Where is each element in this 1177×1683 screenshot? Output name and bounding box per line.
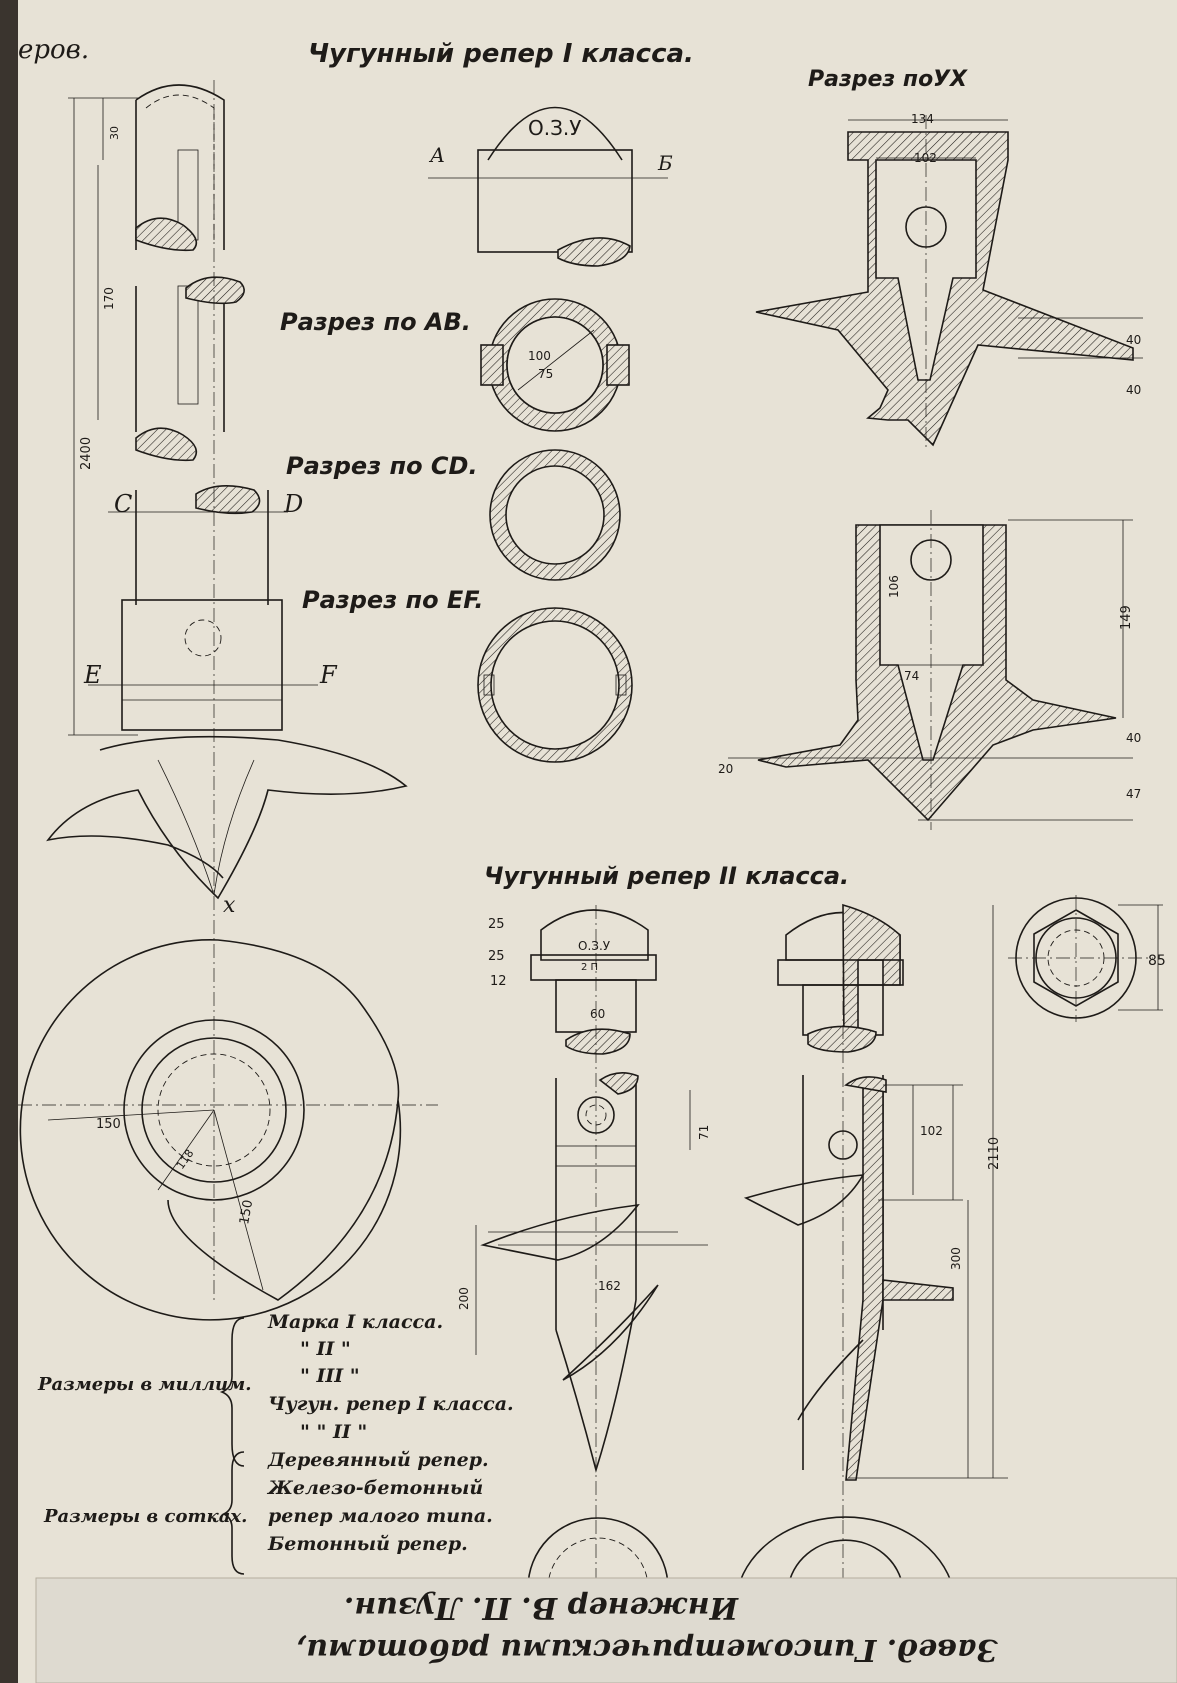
footer-label-strip xyxy=(35,1577,1177,1683)
dim-102-class2: 102 xyxy=(920,1124,943,1138)
legend-mm-item: Чугун. репер I класса. xyxy=(268,1393,514,1415)
letter-d: D xyxy=(283,490,303,518)
legend-cm-item: Железо-бетонный xyxy=(266,1477,483,1499)
dim-74: 74 xyxy=(904,669,919,683)
dim-2400: 2400 xyxy=(79,437,94,470)
legend-mm-item: " III " xyxy=(300,1365,360,1387)
dim-200: 200 xyxy=(457,1287,471,1310)
plan-view-class1 xyxy=(18,939,438,1321)
dim-60: 60 xyxy=(590,1007,605,1021)
footer-line-1: Завед. Гипсометрическими работами, xyxy=(296,1632,998,1667)
letter-e: E xyxy=(83,661,102,689)
legend-mm-item: " II " xyxy=(300,1338,351,1360)
dim-134: 134 xyxy=(911,112,934,126)
dim-40-bottom: 40 xyxy=(1126,731,1141,745)
hex-head-plan xyxy=(1008,895,1163,1022)
section-ux-top xyxy=(755,115,1143,450)
ring-section-ef xyxy=(477,607,633,763)
elevation-class1 xyxy=(46,80,408,1300)
dim-40-top-a: 40 xyxy=(1126,333,1141,347)
legend-mm-item: Марка I класса. xyxy=(267,1311,443,1333)
legend-cm-label: Размеры в сотках. xyxy=(43,1506,247,1527)
letter-c: C xyxy=(114,490,132,518)
head-mark-ozu-2: О.З.У xyxy=(578,939,611,953)
legend-mm-label: Размеры в миллим. xyxy=(37,1374,252,1395)
legend-cm-item: Бетонный репер. xyxy=(267,1533,468,1555)
section-ux-label: Разрез по xyxy=(808,67,933,92)
drawing-sheet: еров. Чугунный репер I класса. Разрез по… xyxy=(18,0,1177,1683)
legend-cm-item: репер малого типа. xyxy=(268,1505,493,1527)
title-class1: Чугунный репер I класса. xyxy=(308,39,694,69)
elevation-class2-outside xyxy=(475,905,708,1520)
letter-b: Б xyxy=(657,151,673,175)
dim-170: 170 xyxy=(102,287,116,310)
dim-75: 75 xyxy=(538,367,553,381)
dim-150-b: 150 xyxy=(237,1199,256,1226)
technical-drawing: еров. Чугунный репер I класса. Разрез по… xyxy=(18,35,1177,1683)
dim-20: 20 xyxy=(718,762,733,776)
head-mark-2p: 2 П xyxy=(581,962,598,973)
head-mark-ozu: О.З.У xyxy=(528,116,581,140)
dim-40-top-b: 40 xyxy=(1126,383,1141,397)
ring-section-ab xyxy=(480,298,630,432)
legend xyxy=(219,1317,245,1575)
bottom-partial-plans xyxy=(527,1516,954,1590)
dim-12: 12 xyxy=(490,974,507,989)
legend-mm-item: " " II " xyxy=(300,1421,367,1443)
letter-x: х xyxy=(223,893,236,918)
binding-edge xyxy=(0,0,18,1683)
title-class2: Чугунный репер II класса. xyxy=(484,862,849,890)
section-ef-label: Разрез по EF. xyxy=(302,586,484,614)
dim-25-b: 25 xyxy=(488,949,505,964)
dim-25-a: 25 xyxy=(488,917,505,932)
letter-f: F xyxy=(319,661,338,689)
dim-106: 106 xyxy=(887,575,901,598)
section-ux-letters: УХ xyxy=(933,67,968,92)
section-class2 xyxy=(743,903,963,1520)
dim-71: 71 xyxy=(697,1125,711,1140)
section-cd-label: Разрез по CD. xyxy=(286,452,478,480)
section-ux-bottom xyxy=(728,510,1133,830)
footer-line-2: Инженер В. П. Лузин. xyxy=(344,1590,739,1625)
dim-162: 162 xyxy=(598,1279,621,1293)
dim-150-a: 150 xyxy=(96,1117,121,1132)
dim-149: 149 xyxy=(1119,605,1134,630)
letter-a: А xyxy=(428,143,445,167)
section-ab-label: Разрез по АВ. xyxy=(280,308,471,336)
footer-upside-down: Завед. Гипсометрическими работами, Инжен… xyxy=(296,1590,998,1667)
dim-102-top: 102 xyxy=(914,151,937,165)
dim-2110: 2110 xyxy=(987,1137,1002,1170)
dim-118: 118 xyxy=(174,1147,197,1172)
page-fragment-text: еров. xyxy=(18,35,89,65)
dim-30: 30 xyxy=(108,126,121,140)
dim-85: 85 xyxy=(1148,953,1166,969)
legend-cm-item: Деревянный репер. xyxy=(267,1449,489,1471)
ring-section-cd xyxy=(489,449,621,581)
dim-47: 47 xyxy=(1126,787,1141,801)
head-view-class1 xyxy=(428,106,668,267)
dim-100: 100 xyxy=(528,349,551,363)
dimension-lines-class2 xyxy=(848,905,1008,1479)
dim-300: 300 xyxy=(949,1247,963,1270)
